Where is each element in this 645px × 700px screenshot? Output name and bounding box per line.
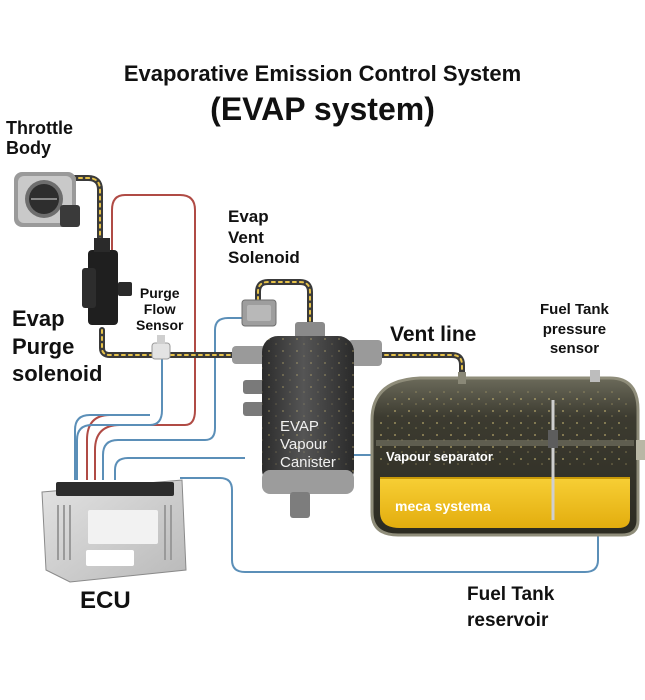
- ecu-unit: [41, 479, 187, 583]
- label-throttle-body: Throttle Body: [6, 118, 73, 159]
- throttle-body: [14, 172, 80, 227]
- label-evap-vapour-canister: EVAP Vapour Canister: [280, 418, 336, 471]
- label-fuel-tank-reservoir: Fuel Tank reservoir: [467, 584, 555, 631]
- evap-vent-solenoid: [241, 299, 277, 327]
- vapor-hoses: [69, 175, 465, 383]
- evap-purge-solenoid: [82, 238, 132, 325]
- label-purge-flow-sensor: Purge Flow Sensor: [136, 285, 184, 334]
- hose-vent-solenoid: [255, 279, 313, 325]
- diagram-subtitle: (EVAP system): [210, 91, 435, 127]
- diagram-title: Evaporative Emission Control System: [123, 61, 522, 86]
- label-vapour-separator: Vapour separator: [386, 449, 493, 464]
- label-vent-line: Vent line: [390, 323, 477, 346]
- wire-blue-ecu-pressure: [180, 385, 599, 573]
- wire-red-ecu-solenoid: [94, 194, 196, 480]
- wire-blue-ecu-vent: [102, 317, 242, 480]
- label-evap-purge-solenoid: Evap Purge solenoid: [12, 306, 103, 386]
- wire-blue-ecu-tank: [114, 457, 245, 480]
- wire-blue-top: [74, 414, 150, 480]
- wire-blue-ecu-flowsensor: [76, 355, 163, 480]
- evap-canister: [232, 322, 382, 518]
- hose-vent-line: [375, 352, 465, 383]
- label-ecu: ECU: [80, 587, 131, 614]
- signal-wires: [74, 194, 599, 573]
- label-evap-vent-solenoid: Evap Vent Solenoid: [228, 207, 300, 268]
- purge-flow-sensor: [151, 335, 171, 360]
- hose-solenoid-canister: [99, 327, 243, 358]
- label-fuel-tank-pressure-sensor: Fuel Tank pressure sensor: [540, 301, 609, 357]
- fuel-tank: [370, 370, 645, 537]
- label-meca-systema: meca systema: [395, 498, 491, 514]
